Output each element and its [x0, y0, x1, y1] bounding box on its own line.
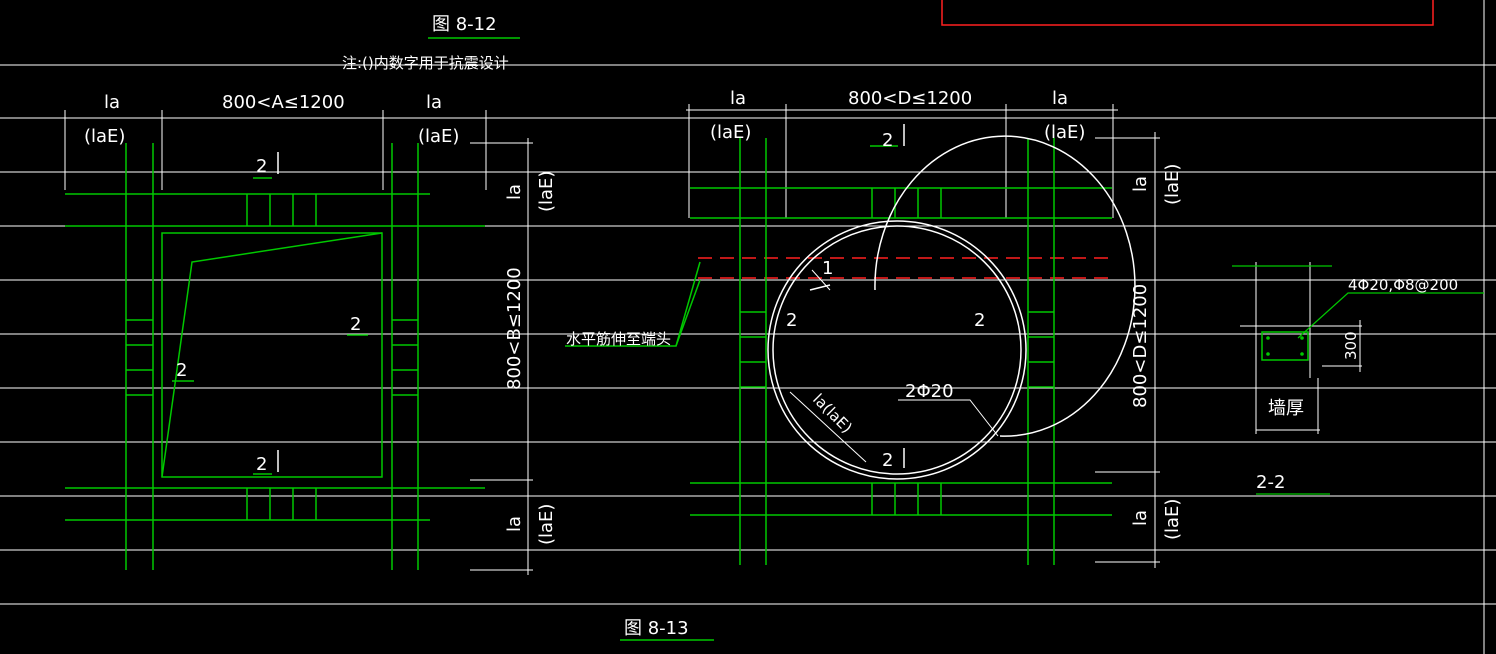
la-top-left: la	[104, 92, 120, 113]
bar-2-top-mid: 2	[882, 130, 893, 151]
dim-b-vertical-label: 800<B≤1200	[504, 267, 525, 390]
bar-2-top-left: 2	[256, 156, 267, 177]
lae-top-left: (laE)	[84, 126, 125, 147]
la-side-top-mid: la	[1130, 176, 1151, 192]
ring-bars-label: 2Φ20	[905, 381, 954, 402]
bar-2-bottom-left: 2	[256, 454, 267, 475]
fig-bottom-title: 图 8-13	[624, 618, 689, 639]
dim-d-vertical-label: 800<D≤1200	[1130, 284, 1151, 408]
bar-2-bottom-mid: 2	[882, 450, 893, 471]
la-side-top: la	[504, 184, 525, 200]
section-height-label: 300	[1342, 331, 1360, 360]
dim-d-label: 800<D≤1200	[848, 88, 972, 109]
lae-top-left-mid: (laE)	[710, 122, 751, 143]
la-top-right: la	[426, 92, 442, 113]
figure-8-12-title: 图 8-12 注:()内数字用于抗震设计	[342, 14, 520, 72]
lap-length-label: la(laE)	[809, 390, 856, 437]
seismic-note: 注:()内数字用于抗震设计	[342, 54, 509, 72]
section-2-2-drawing: 4Φ20,Φ8@200 300 墙厚 2-2	[1232, 262, 1484, 495]
dim-a-label: 800<A≤1200	[222, 92, 345, 113]
lae-side-bottom-mid: (laE)	[1162, 499, 1183, 540]
lae-side-top-mid: (laE)	[1162, 164, 1183, 205]
la-side-bottom-mid: la	[1130, 510, 1151, 526]
title-block-frame	[941, 0, 1434, 26]
lae-top-right: (laE)	[418, 126, 459, 147]
bar-1-label: 1	[822, 258, 833, 279]
circular-opening-drawing: la (laE) 800<D≤1200 la (laE) la (laE) 80…	[686, 88, 1183, 568]
la-top-left-mid: la	[730, 88, 746, 109]
bar-2-diag-left: 2	[176, 360, 187, 381]
la-side-bottom: la	[504, 516, 525, 532]
fig-top-title: 图 8-12	[432, 14, 497, 35]
bar-2-left-mid: 2	[786, 310, 797, 331]
lae-top-right-mid: (laE)	[1044, 122, 1085, 143]
lae-side-top: (laE)	[536, 171, 557, 212]
horizontal-bar-note: 水平筋伸至端头	[565, 261, 701, 348]
section-bars-label: 4Φ20,Φ8@200	[1348, 276, 1458, 294]
figure-8-13-title: 图 8-13	[620, 618, 714, 641]
bar-2-right-left: 2	[350, 314, 361, 335]
section-title: 2-2	[1256, 472, 1285, 493]
wall-thickness-label: 墙厚	[1268, 398, 1304, 419]
bar-2-right-mid: 2	[974, 310, 985, 331]
lae-side-bottom: (laE)	[536, 504, 557, 545]
square-opening-drawing: la (laE) 800<A≤1200 la (laE) la (laE) 80…	[62, 92, 557, 575]
la-top-right-mid: la	[1052, 88, 1068, 109]
horizontal-bar-note-text: 水平筋伸至端头	[566, 330, 671, 348]
